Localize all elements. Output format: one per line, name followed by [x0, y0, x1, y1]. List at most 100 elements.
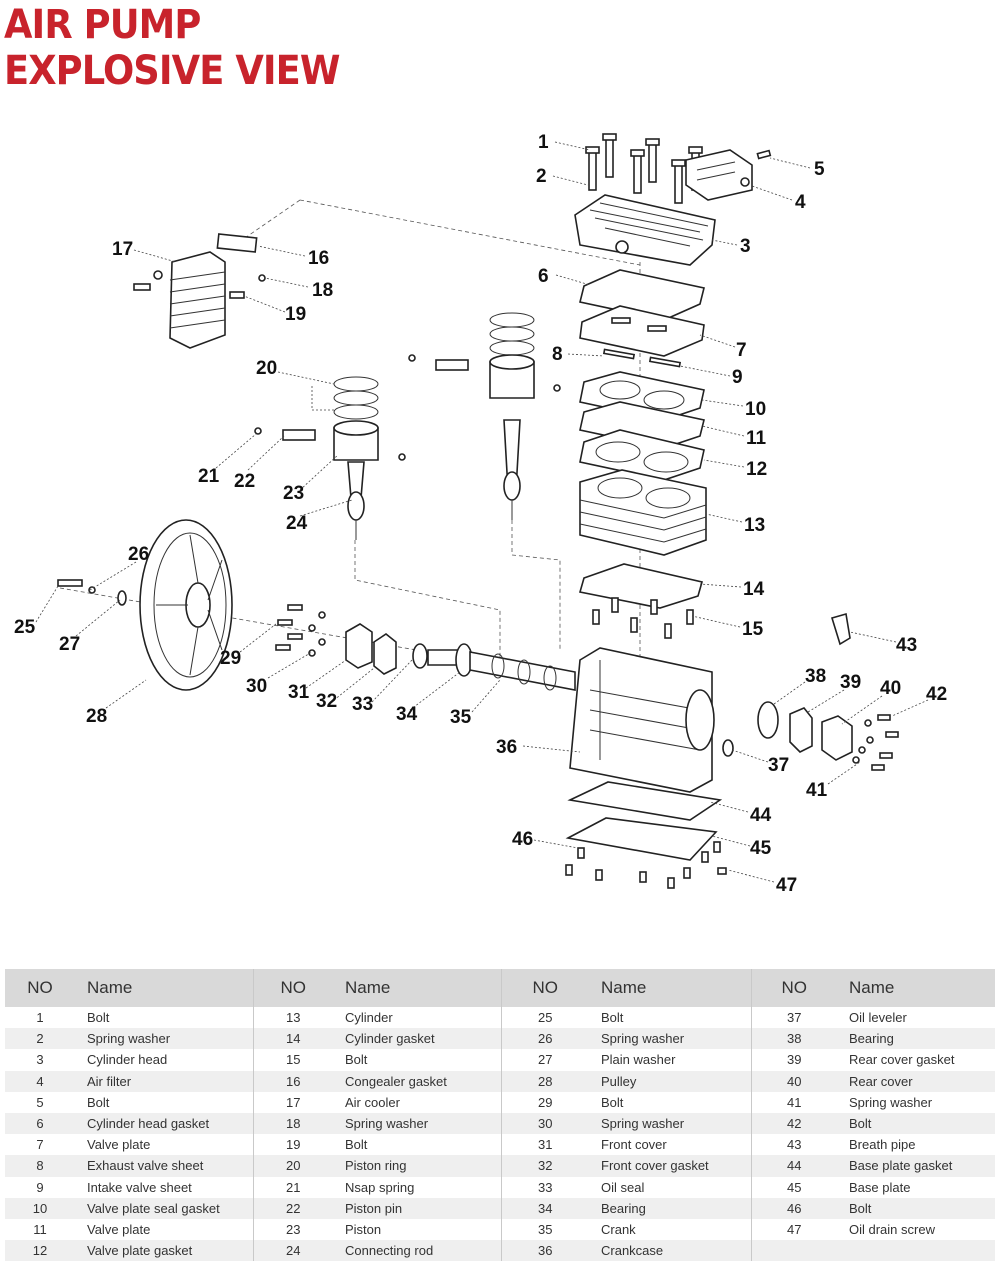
part-name-cell: Crankcase [589, 1240, 752, 1262]
breath-pipe [830, 612, 851, 646]
part-number-cell: 36 [501, 1240, 589, 1262]
callout-26: 26 [128, 544, 149, 565]
part-number-cell: 1 [36, 1010, 44, 1026]
callout-29: 29 [220, 648, 241, 669]
rear-bolts [852, 714, 899, 771]
spring-washer-26 [88, 586, 96, 594]
head-bolts [585, 133, 703, 204]
part-name-cell: Rear cover gasket [849, 1052, 955, 1068]
callout-12: 12 [746, 459, 767, 480]
part-number-cell: 10 [5, 1197, 75, 1219]
part-name-cell: Oil drain screw [849, 1221, 935, 1237]
part-number-cell: 38 [751, 1028, 837, 1050]
cylinder-gasket [578, 563, 704, 609]
part-name-cell: Plain washer [589, 1049, 752, 1071]
part-name-cell: Bolt [333, 1134, 502, 1156]
part-number-cell: 26 [501, 1028, 589, 1050]
cylinder-head [574, 194, 716, 266]
part-number-cell: 4 [5, 1070, 75, 1092]
congealer-gasket [216, 233, 258, 253]
part-number-cell: 3 [36, 1052, 44, 1068]
air-cooler [133, 251, 226, 349]
cylinder [579, 469, 707, 556]
assembly-axis [241, 199, 301, 241]
part-name-cell: Valve plate gasket [75, 1240, 254, 1262]
callout-37: 37 [768, 755, 789, 776]
part-number-cell: 19 [286, 1137, 301, 1153]
rear-cover [821, 715, 853, 761]
part-number-cell: 11 [33, 1221, 47, 1237]
part-name-cell: Bolt [75, 1007, 254, 1029]
callout-46: 46 [512, 829, 533, 850]
part-number-cell: 46 [751, 1197, 837, 1219]
callout-17: 17 [112, 239, 133, 260]
part-number-cell: 14 [253, 1028, 333, 1050]
part-name-cell: Cylinder [333, 1007, 502, 1029]
bolt-25 [57, 579, 83, 587]
base-plate [565, 817, 718, 861]
callout-18: 18 [312, 280, 333, 301]
part-number-cell: 24 [253, 1240, 333, 1262]
crankcase [569, 647, 715, 793]
part-number-cell: 20 [253, 1155, 333, 1177]
callout-16: 16 [308, 248, 329, 269]
callouts: 1 2 3 4 5 6 7 8 9 10 11 12 13 14 15 16 1… [14, 132, 947, 896]
part-name-cell: Valve plate [75, 1134, 254, 1156]
part-name-cell: Piston ring [333, 1155, 502, 1177]
valve-plate-gaskets [579, 371, 705, 481]
callout-19: 19 [285, 304, 306, 325]
callout-11: 11 [746, 428, 767, 449]
callout-36: 36 [496, 737, 517, 758]
part-number-cell: 5 [36, 1094, 44, 1110]
part-name-cell: Spring washer [849, 1094, 933, 1110]
part-name-cell: Spring washer [589, 1112, 752, 1135]
callout-45: 45 [750, 838, 772, 859]
header-no: NO [5, 969, 75, 1007]
callout-33: 33 [352, 694, 373, 715]
part-name-cell: Front cover [589, 1134, 752, 1156]
callout-39: 39 [840, 672, 861, 693]
part-number-cell: 18 [253, 1112, 333, 1135]
callout-7: 7 [736, 340, 747, 361]
piston-assembly-right [408, 312, 561, 520]
header-no: NO [253, 969, 333, 1007]
leader-lines [35, 141, 929, 883]
part-name-cell: Base plate gasket [837, 1155, 995, 1177]
title-line-1: AIR PUMP [4, 2, 201, 48]
callout-5: 5 [814, 159, 825, 180]
oil-seal [412, 643, 428, 669]
crank [427, 643, 576, 691]
part-number-cell: 44 [751, 1155, 837, 1177]
title-line-2: EXPLOSIVE VIEW [4, 48, 340, 94]
base-plate-gasket [567, 781, 723, 821]
part-name-cell: Bolt [333, 1049, 502, 1071]
part-name-cell: Exhaust valve sheet [75, 1155, 254, 1177]
part-number-cell: 32 [501, 1155, 589, 1177]
callout-25: 25 [14, 617, 36, 638]
part-name-cell: Intake valve sheet [75, 1176, 254, 1198]
part-number-cell: 43 [787, 1137, 802, 1153]
header-name: Name [837, 969, 995, 1007]
part-number-cell: 42 [751, 1112, 837, 1135]
part-number-cell: 40 [751, 1070, 837, 1092]
air-filter [685, 149, 772, 201]
callout-40: 40 [880, 678, 901, 699]
piston-assembly-left [254, 376, 406, 540]
callout-28: 28 [86, 706, 107, 727]
header-no: NO [501, 969, 589, 1007]
spring-washer-18 [258, 274, 266, 282]
callout-4: 4 [795, 192, 806, 213]
callout-47: 47 [776, 875, 797, 896]
part-name-cell: Spring washer [75, 1028, 254, 1050]
cylinder-head-gasket [579, 269, 705, 321]
valve-plate [579, 305, 705, 357]
page-title: AIR PUMP EXPLOSIVE VIEW [4, 2, 369, 94]
part-number-cell: 41 [787, 1094, 802, 1110]
assembly-axis [511, 520, 561, 650]
